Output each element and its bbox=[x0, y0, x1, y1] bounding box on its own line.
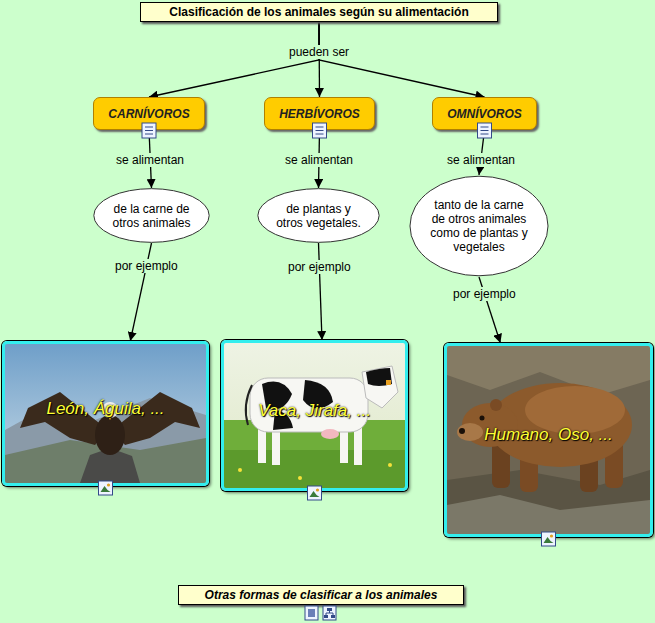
connector-arrow bbox=[319, 22, 485, 97]
node-label: León, Águila, ... bbox=[46, 399, 164, 419]
node-label: Clasificación de los animales según su a… bbox=[169, 5, 468, 19]
concept-ellipse: de la carne de otros animales bbox=[93, 188, 210, 243]
connector-arrow bbox=[319, 243, 323, 340]
bear-photo bbox=[447, 346, 650, 534]
node-label: Humano, Oso, ... bbox=[484, 425, 613, 445]
concept-ellipse: de plantas y otros vegetales. bbox=[257, 188, 380, 243]
example-picture: Vaca, Jirafa, ... bbox=[221, 340, 408, 491]
node-label: tanto de la carne de otros animales como… bbox=[427, 198, 531, 254]
category-box: HERBÍVOROS bbox=[264, 97, 375, 130]
node-label: CARNÍVOROS bbox=[108, 107, 189, 121]
linking-phrase: por ejemplo bbox=[286, 260, 353, 274]
connector-arrow bbox=[130, 243, 151, 341]
connector-arrow bbox=[149, 22, 319, 97]
linking-phrase: por ejemplo bbox=[113, 259, 180, 273]
node-label: Vaca, Jirafa, ... bbox=[258, 401, 371, 421]
concept-ellipse: tanto de la carne de otros animales como… bbox=[409, 175, 549, 277]
category-box: OMNÍVOROS bbox=[432, 97, 537, 130]
node-label: OMNÍVOROS bbox=[447, 107, 522, 121]
linking-phrase: se alimentan bbox=[283, 153, 355, 167]
title-box: Clasificación de los animales según su a… bbox=[140, 2, 498, 22]
linking-phrase: por ejemplo bbox=[451, 287, 518, 301]
node-label: Otras formas de clasificar a los animale… bbox=[205, 588, 438, 602]
link-box: Otras formas de clasificar a los animale… bbox=[178, 585, 464, 605]
example-picture: Humano, Oso, ... bbox=[444, 343, 653, 537]
linking-phrase: se alimentan bbox=[445, 153, 517, 167]
node-label: HERBÍVOROS bbox=[279, 107, 360, 121]
linking-phrase: pueden ser bbox=[287, 45, 351, 59]
eagle-photo bbox=[5, 344, 206, 483]
resource-icons bbox=[305, 606, 336, 620]
node-label: de plantas y otros vegetales. bbox=[272, 202, 365, 230]
cow-photo bbox=[224, 343, 405, 488]
linking-phrase: se alimentan bbox=[114, 153, 186, 167]
example-picture: León, Águila, ... bbox=[2, 341, 209, 486]
category-box: CARNÍVOROS bbox=[93, 97, 205, 130]
node-label: de la carne de otros animales bbox=[107, 202, 196, 230]
